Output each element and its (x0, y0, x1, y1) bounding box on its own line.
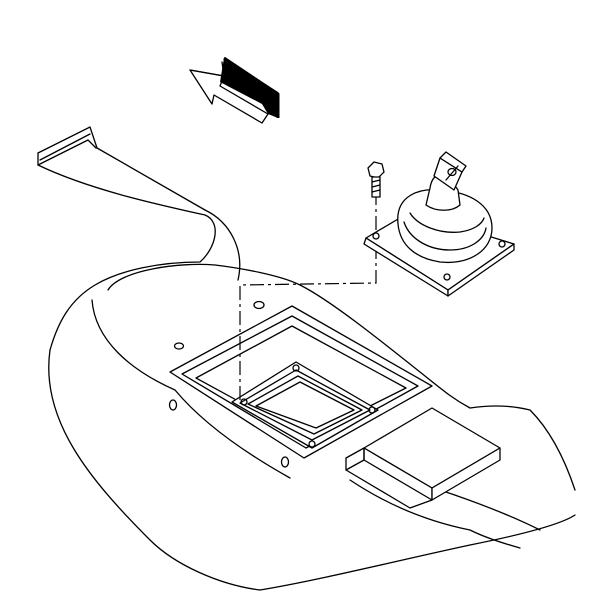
floor-console (37, 126, 576, 591)
support-bracket (345, 407, 501, 509)
forward-arrow-icon (189, 56, 280, 124)
bolt-icon (367, 161, 385, 198)
alignment-path (239, 195, 377, 400)
shift-boot-assembly (363, 151, 515, 297)
shifter-opening (169, 305, 433, 459)
